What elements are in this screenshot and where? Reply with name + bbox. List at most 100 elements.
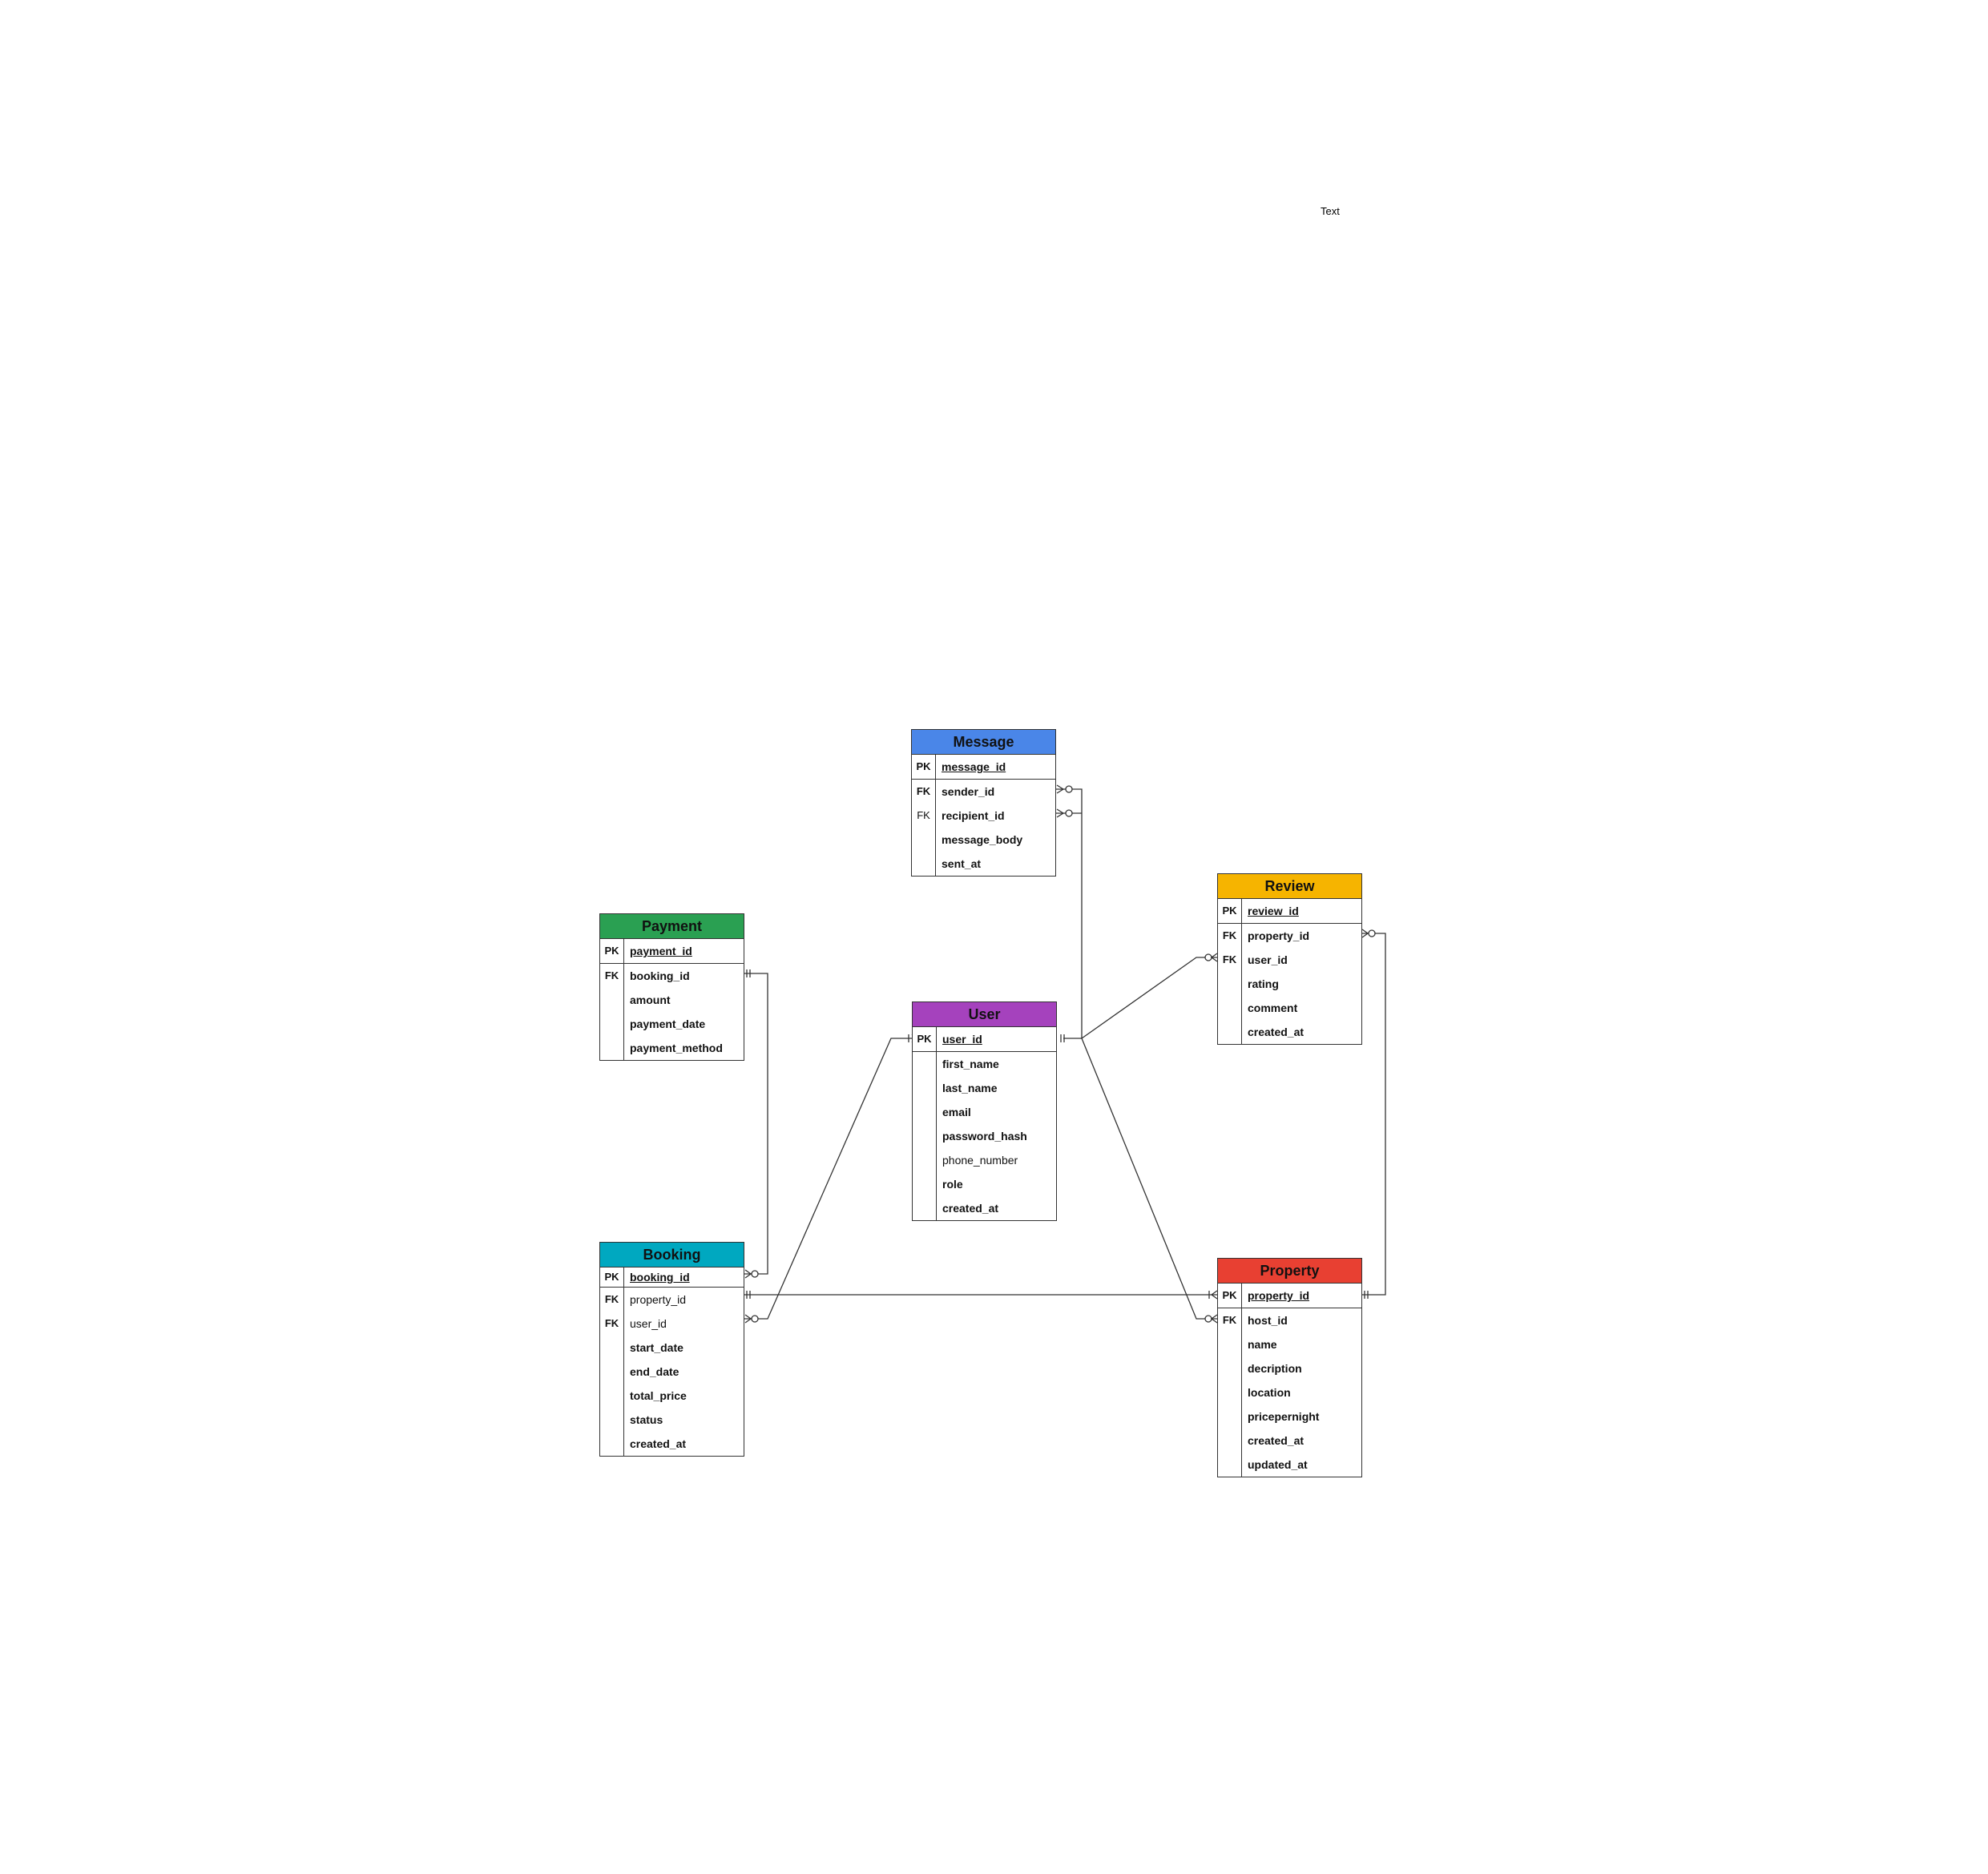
entity-row: payment_date (600, 1012, 744, 1036)
key-cell: PK (1218, 1284, 1242, 1308)
key-cell: PK (912, 755, 936, 779)
entity-row: pricepernight (1218, 1404, 1361, 1429)
field-name: phone_number (942, 1154, 1018, 1167)
field-name: status (630, 1413, 663, 1426)
entity-row: comment (1218, 996, 1361, 1020)
entity-row: total_price (600, 1384, 744, 1408)
key-cell: FK (912, 804, 936, 828)
entity-row: email (913, 1100, 1056, 1124)
entity-header: Booking (600, 1243, 744, 1267)
key-cell (913, 1148, 937, 1172)
key-cell: FK (1218, 924, 1242, 948)
link-user-review (1081, 957, 1217, 1039)
entity-row: created_at (1218, 1020, 1361, 1044)
entity-row: PK booking_id (600, 1267, 744, 1288)
field-name: sender_id (942, 785, 995, 798)
key-cell (1218, 996, 1242, 1020)
field-name: created_at (630, 1437, 687, 1450)
entity-row: last_name (913, 1076, 1056, 1100)
key-cell: PK (913, 1027, 937, 1051)
entity-row: message_body (912, 828, 1055, 852)
field-name: booking_id (630, 1271, 690, 1284)
field-name: pricepernight (1248, 1410, 1320, 1423)
key-cell: PK (600, 1267, 624, 1287)
field-name: sent_at (942, 857, 982, 870)
field-name: message_id (942, 760, 1006, 773)
field-name: start_date (630, 1341, 684, 1354)
field-name: total_price (630, 1389, 687, 1402)
field-name: property_id (630, 1293, 687, 1306)
field-name: booking_id (630, 969, 690, 982)
key-cell: FK (912, 780, 936, 804)
entity-row: password_hash (913, 1124, 1056, 1148)
entity-row: decription (1218, 1356, 1361, 1380)
entity-row: updated_at (1218, 1453, 1361, 1477)
field-name: name (1248, 1338, 1277, 1351)
field-name: created_at (1248, 1026, 1304, 1038)
field-name: created_at (942, 1202, 999, 1215)
key-cell (913, 1100, 937, 1124)
entity-row: location (1218, 1380, 1361, 1404)
field-name: user_id (630, 1317, 667, 1330)
entity-row: PK message_id (912, 755, 1055, 780)
entity-row: sent_at (912, 852, 1055, 876)
link-user-property (1081, 1038, 1217, 1320)
entity-header: Message (912, 730, 1055, 755)
field-name: host_id (1248, 1314, 1288, 1327)
field-name: created_at (1248, 1434, 1304, 1447)
link-message-sender-user (1056, 788, 1083, 1039)
field-name: first_name (942, 1058, 999, 1070)
entity-row: first_name (913, 1052, 1056, 1076)
key-cell (913, 1052, 937, 1076)
entity-row: created_at (600, 1432, 744, 1456)
entity-header: Review (1218, 874, 1361, 899)
key-cell (1218, 1404, 1242, 1429)
entity-row: PK property_id (1218, 1284, 1361, 1308)
key-cell (600, 1432, 624, 1456)
field-name: payment_method (630, 1042, 723, 1054)
key-cell (1218, 1332, 1242, 1356)
field-name: amount (630, 993, 671, 1006)
field-name: password_hash (942, 1130, 1027, 1143)
entity-row: end_date (600, 1360, 744, 1384)
key-cell (600, 1336, 624, 1360)
entity-row: role (913, 1172, 1056, 1196)
entity-row: created_at (1218, 1429, 1361, 1453)
key-cell (600, 1408, 624, 1432)
field-name: user_id (1248, 953, 1288, 966)
key-cell: FK (600, 1312, 624, 1336)
key-cell (912, 828, 936, 852)
field-name: property_id (1248, 1289, 1310, 1302)
free-text-label[interactable]: Text (1321, 205, 1340, 217)
key-cell (1218, 1356, 1242, 1380)
key-cell (600, 1036, 624, 1060)
entity-header: Payment (600, 914, 744, 939)
key-cell (1218, 1429, 1242, 1453)
key-cell (1218, 1453, 1242, 1477)
field-name: message_body (942, 833, 1023, 846)
key-cell: PK (1218, 899, 1242, 923)
key-cell (1218, 972, 1242, 996)
field-name: payment_date (630, 1018, 706, 1030)
field-name: comment (1248, 1001, 1298, 1014)
field-name: rating (1248, 977, 1279, 990)
field-name: end_date (630, 1365, 679, 1378)
key-cell (600, 1012, 624, 1036)
entity-row: FK sender_id (912, 780, 1055, 804)
key-cell (1218, 1380, 1242, 1404)
key-cell (600, 1360, 624, 1384)
